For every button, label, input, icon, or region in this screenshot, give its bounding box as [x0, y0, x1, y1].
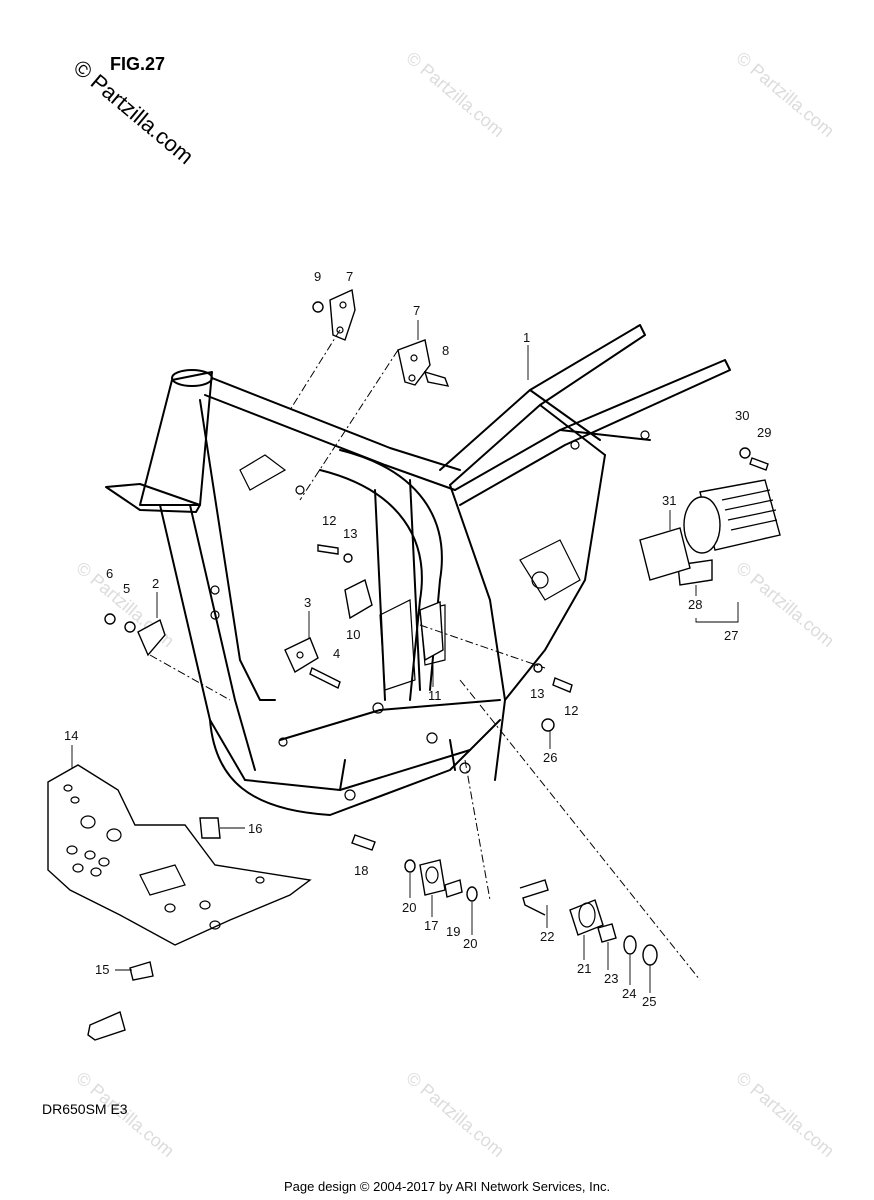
collar-23 [597, 923, 617, 943]
callout-20-right: 20 [463, 936, 477, 951]
callout-11: 11 [428, 688, 442, 703]
bolt-15 [129, 961, 154, 981]
callout-31: 31 [662, 493, 676, 508]
callout-6: 6 [106, 566, 113, 581]
bracket-7-upper [329, 288, 356, 341]
callout-26: 26 [543, 750, 557, 765]
callout-19: 19 [446, 924, 460, 939]
nut-13-upper [343, 553, 353, 563]
callout-23: 23 [604, 971, 618, 986]
callout-8: 8 [442, 343, 449, 358]
frame-assembly [105, 324, 731, 816]
callout-14: 14 [64, 728, 78, 743]
callout-9: 9 [314, 269, 321, 284]
callout-25: 25 [642, 994, 656, 1009]
guide-lines [149, 329, 701, 981]
watermark-tile: © Partzilla.com [732, 558, 838, 651]
bolt-12-upper [317, 544, 339, 555]
callout-15: 15 [95, 962, 109, 977]
nut-13-lower [533, 663, 543, 673]
washer-24 [623, 935, 637, 955]
callout-27: 27 [724, 628, 738, 643]
callout-17: 17 [424, 918, 438, 933]
callouts: 1 2 3 4 5 6 7 7 8 9 10 11 12 12 13 13 14… [64, 269, 771, 1009]
skid-plate [47, 764, 312, 946]
callout-3: 3 [304, 595, 311, 610]
callout-24: 24 [622, 986, 636, 1001]
washer-25 [642, 944, 658, 966]
bolt-22 [519, 879, 549, 916]
callout-5: 5 [123, 581, 130, 596]
callout-2: 2 [152, 576, 159, 591]
bracket-3 [284, 637, 319, 674]
figure-title: FIG.27 [110, 54, 165, 74]
callout-29: 29 [757, 425, 771, 440]
callout-10: 10 [346, 627, 360, 642]
bolt-12-lower [552, 677, 573, 693]
callout-1: 1 [523, 330, 530, 345]
cover-31 [639, 527, 691, 581]
nut-6 [104, 613, 116, 625]
callout-12-lower: 12 [564, 703, 578, 718]
bolt-8 [423, 370, 450, 387]
callout-13-lower: 13 [530, 686, 544, 701]
mount-16 [199, 817, 221, 839]
bolt-18 [351, 834, 376, 851]
model-code: DR650SM E3 [42, 1101, 128, 1117]
watermark-tiles: © Partzilla.com © Partzilla.com © Partzi… [72, 48, 838, 1161]
bolt-4 [309, 667, 341, 689]
case-cap [683, 496, 721, 554]
callout-16: 16 [248, 821, 262, 836]
front-arrow-icon [87, 1011, 126, 1041]
washer-20-right [466, 886, 478, 902]
callout-7-lower: 7 [413, 303, 420, 318]
bolt-29 [749, 457, 769, 471]
small-parts [87, 288, 781, 1041]
footer-credit: Page design © 2004-2017 by ARI Network S… [284, 1179, 610, 1194]
watermark-tile: © Partzilla.com [402, 1068, 508, 1161]
callout-12-upper: 12 [322, 513, 336, 528]
damper-17 [419, 859, 446, 896]
callout-30: 30 [735, 408, 749, 423]
callout-7-upper: 7 [346, 269, 353, 284]
callout-21: 21 [577, 961, 591, 976]
callout-18: 18 [354, 863, 368, 878]
callout-28: 28 [688, 597, 702, 612]
washer-5 [124, 621, 136, 633]
bracket-2 [137, 618, 166, 657]
collar-19 [444, 879, 463, 898]
bracket-11 [419, 600, 444, 662]
washer-20-left [404, 859, 416, 873]
bracket-10 [344, 578, 373, 620]
watermark-tile: © Partzilla.com [732, 48, 838, 141]
washer-30 [739, 447, 751, 459]
watermark-tile: © Partzilla.com [402, 48, 508, 141]
callout-20-left: 20 [402, 900, 416, 915]
callout-22: 22 [540, 929, 554, 944]
watermark-tile: © Partzilla.com [732, 1068, 838, 1161]
nut-9 [312, 301, 324, 313]
nut-26 [541, 718, 555, 732]
callout-13-upper: 13 [343, 526, 357, 541]
bracket-7-lower [397, 339, 431, 386]
callout-4: 4 [333, 646, 340, 661]
